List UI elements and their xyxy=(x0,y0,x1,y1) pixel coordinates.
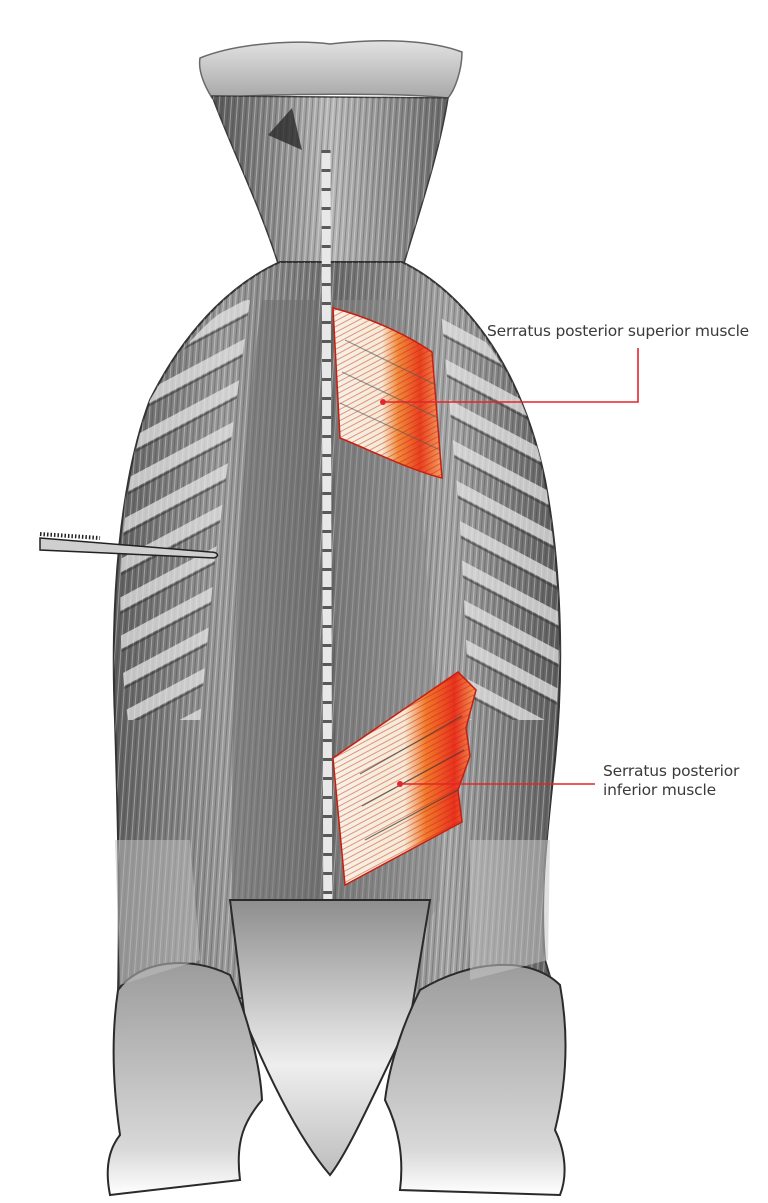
thoracolumbar-fascia xyxy=(228,899,432,1177)
label-inferior-line1: Serratus posterior xyxy=(603,762,740,780)
suboccipital-triangle xyxy=(268,108,302,150)
label-inferior-line2: inferior muscle xyxy=(603,781,716,799)
label-superior-text: Serratus posterior superior muscle xyxy=(487,322,750,340)
flank-right xyxy=(470,840,550,980)
label-serratus-posterior-superior: Serratus posterior superior muscle xyxy=(487,322,749,341)
serratus-posterior-superior xyxy=(332,307,443,479)
label-serratus-posterior-inferior: Serratus posterior inferior muscle xyxy=(603,762,739,800)
iliac-crest-left xyxy=(106,962,264,1197)
iliac-crest-right xyxy=(383,963,567,1197)
serratus-posterior-inferior xyxy=(332,671,477,887)
flank-left xyxy=(115,840,200,985)
forceps-icon xyxy=(39,532,219,559)
skull-base xyxy=(198,39,463,99)
ribs-left xyxy=(120,300,250,720)
leader-line-inferior xyxy=(397,781,595,787)
leader-line-superior xyxy=(380,348,639,405)
spinous-processes xyxy=(321,149,333,1021)
erector-spinae-left xyxy=(231,300,322,980)
ribs-right xyxy=(440,300,559,720)
